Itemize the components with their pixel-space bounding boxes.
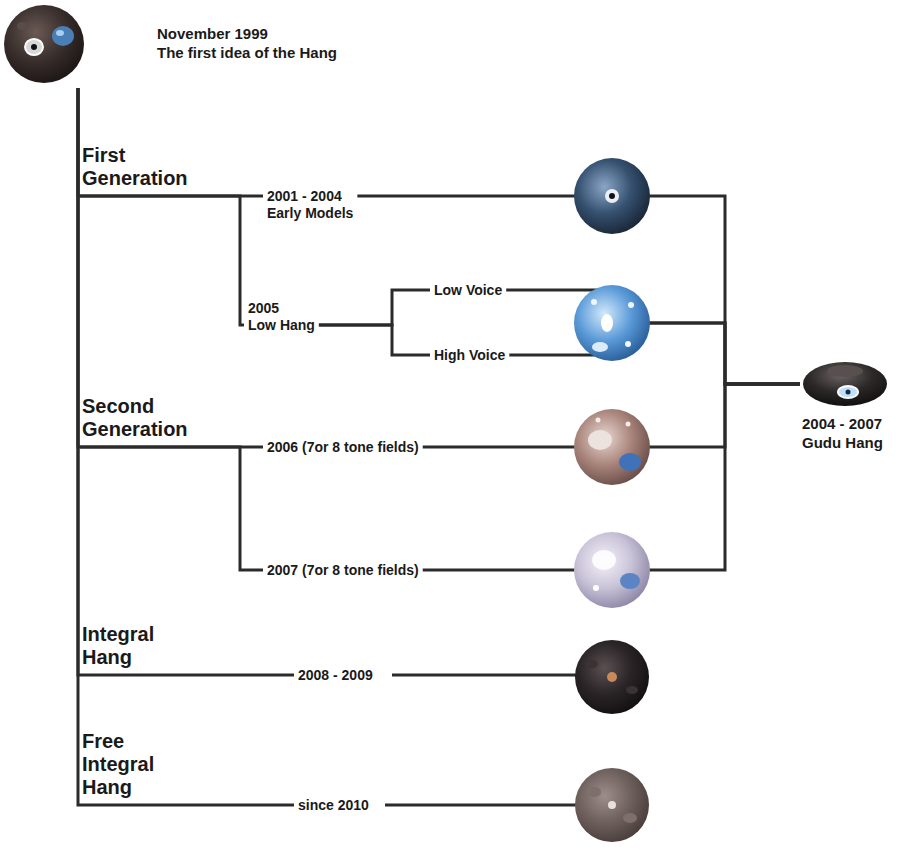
- node-text: 2005: [248, 300, 315, 317]
- hang-dimple: [626, 686, 638, 694]
- hang-body: [574, 285, 650, 361]
- node-text: 2006 (7or 8 tone fields): [267, 439, 419, 456]
- hang-dimple: [620, 573, 640, 589]
- tree-connector: [80, 674, 294, 677]
- hang-dimple: [623, 813, 637, 823]
- hang-dimple: [596, 418, 601, 423]
- node-text: First Generation: [82, 144, 203, 190]
- date-label: 2001 - 2004Early Models: [263, 188, 357, 222]
- hang-picture: [574, 532, 650, 608]
- date-label: 2008 - 2009: [294, 667, 377, 684]
- node-text: Low Voice: [434, 282, 502, 299]
- leader-line: [392, 674, 600, 677]
- node-text: since 2010: [298, 797, 369, 814]
- hang-picture: [575, 768, 649, 842]
- hang-dimple: [827, 365, 863, 377]
- gudu-node: 2004 - 2007Gudu Hang: [800, 356, 906, 452]
- node-text: 2001 - 2004: [267, 188, 353, 205]
- hang-dimple: [592, 342, 608, 352]
- node-text: High Voice: [434, 347, 505, 364]
- hang-picture: [0, 0, 90, 88]
- node-text: November 1999: [157, 24, 440, 43]
- hang-body: [574, 532, 650, 608]
- hang-dimple: [592, 550, 616, 570]
- hang-picture: [800, 356, 906, 412]
- tree-connector: [357, 196, 800, 384]
- hang-dimple: [588, 430, 612, 450]
- hang-picture: [574, 158, 650, 234]
- node-text: Free Integral Hang: [82, 730, 168, 799]
- hang-body: [803, 362, 887, 406]
- tree-connector: [78, 88, 80, 805]
- hang-dimple: [587, 787, 601, 797]
- hang-dimple: [601, 314, 613, 332]
- hang-picture: [575, 640, 649, 714]
- hang-dimple: [626, 422, 631, 427]
- hang-dimple: [605, 189, 619, 203]
- hang-body: [574, 409, 650, 485]
- hang-dimple: [56, 30, 64, 36]
- hang-dimple: [619, 453, 641, 471]
- hang-dimple: [593, 585, 599, 591]
- hang-dimple: [608, 801, 616, 809]
- hang-dimple: [846, 390, 851, 395]
- date-label: 2007 (7or 8 tone fields): [263, 562, 423, 579]
- hang-dimple: [628, 302, 634, 308]
- hang-dimple: [607, 672, 617, 682]
- tree-connector: [319, 325, 430, 355]
- node-text: Low Hang: [248, 317, 315, 334]
- node-text: Integral Hang: [82, 623, 168, 669]
- tree-connector: [80, 804, 294, 807]
- node-text: 2004 - 2007: [802, 414, 906, 433]
- date-label: 2005Low Hang: [244, 300, 319, 334]
- hang-picture: [574, 285, 650, 361]
- tree-connector: [319, 290, 430, 325]
- hang-dimple: [609, 193, 615, 199]
- node-text: The first idea of the Hang: [157, 43, 440, 62]
- hang-body: [575, 640, 649, 714]
- hang-body: [575, 768, 649, 842]
- tree-connector: [80, 196, 244, 325]
- hang-dimple: [586, 660, 598, 668]
- voice-label: Low Voice: [430, 282, 506, 299]
- tree-connector: [506, 290, 800, 384]
- generation-heading: First Generation: [80, 144, 205, 196]
- hang-dimple: [17, 22, 27, 30]
- node-text: 2008 - 2009: [298, 667, 373, 684]
- tree-connector: [80, 447, 263, 570]
- hang-dimple: [52, 26, 74, 46]
- node-text: 2007 (7or 8 tone fields): [267, 562, 419, 579]
- leader-line: [385, 804, 600, 807]
- origin-node: November 1999The first idea of the Hang: [0, 0, 440, 88]
- generation-heading: Integral Hang: [80, 623, 170, 675]
- node-text: Second Generation: [82, 395, 203, 441]
- hang-dimple: [31, 44, 37, 50]
- hang-body: [574, 158, 650, 234]
- hang-dimple: [625, 341, 631, 347]
- date-label: 2006 (7or 8 tone fields): [263, 439, 423, 456]
- node-text: Gudu Hang: [802, 433, 906, 452]
- generation-heading: Second Generation: [80, 395, 205, 447]
- hang-dimple: [838, 386, 858, 398]
- hang-dimple: [25, 39, 43, 55]
- hang-dimple: [591, 299, 597, 305]
- date-label: since 2010: [294, 797, 373, 814]
- node-text: Early Models: [267, 205, 353, 222]
- tree-connector: [509, 323, 800, 384]
- hang-picture: [574, 409, 650, 485]
- hang-body: [4, 5, 84, 83]
- voice-label: High Voice: [430, 347, 509, 364]
- generation-heading: Free Integral Hang: [80, 730, 170, 805]
